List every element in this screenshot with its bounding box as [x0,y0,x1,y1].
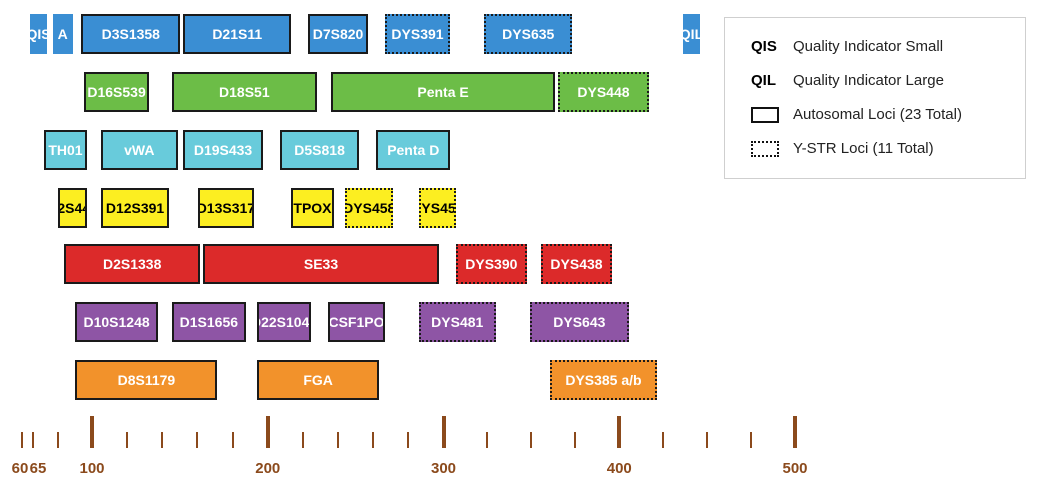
legend-item-ystr: Y-STR Loci (11 Total) [751,140,934,157]
locus-d3s1358: D3S1358 [81,14,181,54]
locus-d18s51: D18S51 [171,72,317,112]
locus-d12s391: D12S391 [100,188,170,228]
locus-qil: QIL [682,14,700,54]
minor-tick [301,432,304,448]
locus-dys385-a-b: DYS385 a/b [549,360,658,400]
locus-d10s1248: D10S1248 [75,302,158,342]
major-tick [90,416,94,448]
minor-tick [574,432,577,448]
tick-label: 500 [782,460,808,477]
locus-th01: TH01 [44,130,87,170]
locus-d19s433: D19S433 [183,130,263,170]
locus-d7s820: D7S820 [308,14,368,54]
locus-dys390: DYS390 [455,244,527,284]
major-tick [617,416,622,448]
locus-dys643: DYS643 [529,302,630,342]
locus-dys481: DYS481 [418,302,496,342]
dotted-box-icon [751,140,779,157]
locus-se33: SE33 [203,244,439,284]
locus-d1s1656: D1S1656 [171,302,246,342]
minor-tick [21,432,23,448]
minor-tick [32,432,34,448]
locus-vwa: vWA [100,130,178,170]
locus-penta-d: Penta D [376,130,451,170]
locus-d5s818: D5S818 [279,130,360,170]
major-tick [265,416,270,448]
legend-item-qis: QIS Quality Indicator Small [751,38,943,55]
locus-fga: FGA [257,360,380,400]
legend-item-autosomal: Autosomal Loci (23 Total) [751,106,962,123]
locus-d16s539: D16S539 [83,72,150,112]
locus-qis: QIS [30,14,48,54]
tick-label: 65 [29,460,47,477]
locus-d21s11: D21S11 [183,14,292,54]
major-tick [441,416,446,448]
locus-dys635: DYS635 [484,14,573,54]
minor-tick [126,432,129,448]
legend-key: QIS [751,38,777,55]
legend-item-qil: QIL Quality Indicator Large [751,72,944,89]
locus-d2s1338: D2S1338 [64,244,201,284]
locus-csf1po: CSF1PO [328,302,385,342]
locus-d22s1045: D22S1045 [257,302,312,342]
legend-label: Quality Indicator Large [793,72,944,89]
solid-box-icon [751,106,779,123]
locus-d13s317: D13S317 [197,188,255,228]
locus-dys448: DYS448 [558,72,649,112]
minor-tick [372,432,375,448]
minor-tick [662,432,665,448]
tick-label: 300 [430,460,457,477]
legend-label: Y-STR Loci (11 Total) [793,140,934,157]
legend: QIS Quality Indicator Small QIL Quality … [724,17,1026,179]
locus-dys456: DYS456 [418,188,456,228]
locus-dys438: DYS438 [541,244,612,284]
major-tick [793,416,797,448]
locus-d2s441: D2S441 [58,188,87,228]
minor-tick [706,432,709,448]
minor-tick [161,432,164,448]
tick-label: 60 [11,460,29,477]
locus-a: A [52,14,73,54]
minor-tick [407,432,410,448]
minor-tick [57,432,59,448]
minor-tick [750,432,753,448]
locus-tpox: TPOX [291,188,334,228]
locus-dys458: DYS458 [345,188,394,228]
minor-tick [231,432,234,448]
legend-label: Quality Indicator Small [793,38,944,55]
tick-label: 100 [79,460,105,477]
locus-penta-e: Penta E [330,72,556,112]
minor-tick [196,432,199,448]
minor-tick [486,432,489,448]
legend-label: Autosomal Loci (23 Total) [793,106,962,123]
minor-tick [337,432,340,448]
tick-label: 200 [255,460,281,477]
locus-dys391: DYS391 [384,14,451,54]
legend-key: QIL [751,72,776,89]
minor-tick [530,432,533,448]
tick-label: 400 [606,460,632,477]
locus-d8s1179: D8S1179 [75,360,218,400]
